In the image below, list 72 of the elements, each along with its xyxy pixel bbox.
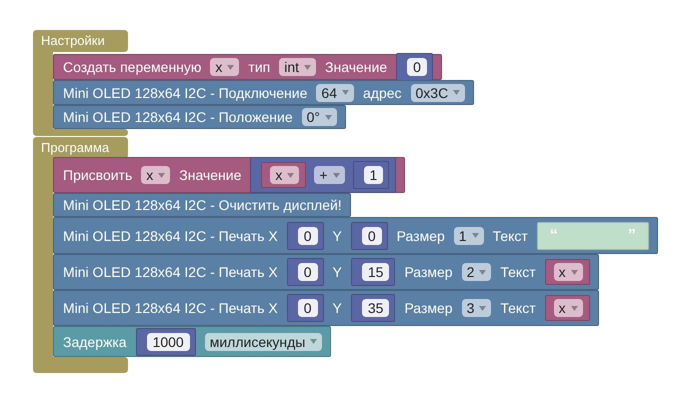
math-block — [250, 157, 396, 193]
dropdown: 2 — [462, 263, 492, 281]
number-block — [350, 258, 396, 286]
dropdown: + — [314, 166, 345, 184]
block-label: Y — [332, 228, 342, 244]
variable-block — [53, 54, 442, 80]
block-label: Mini OLED 128x64 I2C - Очистить дисплей! — [63, 197, 342, 213]
block-label: Присвоить — [63, 167, 132, 183]
block-label: Y — [332, 300, 342, 316]
dropdown: x — [141, 166, 170, 184]
dropdown: 1 — [454, 226, 484, 244]
display-block — [53, 254, 599, 290]
number-field: 15 — [362, 263, 390, 281]
dropdown: миллисекунды — [204, 332, 322, 350]
dropdown: 0° — [302, 108, 337, 126]
display-block — [53, 105, 346, 129]
variable-getter-block — [544, 295, 590, 321]
number-field: 1000 — [146, 332, 190, 350]
number-block — [350, 294, 396, 322]
block-label: адрес — [362, 84, 402, 100]
number-block — [136, 328, 196, 356]
number-field: 0 — [298, 299, 318, 317]
block-label: Текст — [492, 228, 528, 244]
number-block — [286, 294, 324, 322]
block-label: Текст — [500, 300, 536, 316]
number-field: 0 — [298, 226, 318, 244]
display-block — [53, 290, 599, 326]
block-label: тип — [248, 59, 270, 75]
variable-block — [53, 157, 406, 193]
variable-getter-block — [261, 162, 306, 188]
display-block — [53, 80, 474, 105]
block-label: Mini OLED 128x64 I2C - Положение — [63, 109, 293, 125]
number-field: 35 — [362, 299, 390, 317]
block-label: Размер — [404, 300, 453, 316]
block-label: Y — [332, 264, 342, 280]
number-field: 0 — [362, 226, 382, 244]
number-block — [350, 222, 388, 250]
block-label: Размер — [404, 264, 453, 280]
dropdown: x — [270, 166, 300, 184]
block-label: Значение — [179, 167, 242, 183]
block-label: Текст — [500, 264, 536, 280]
section-title: Программа — [41, 140, 110, 156]
display-block — [53, 193, 351, 217]
number-field: 0 — [407, 58, 427, 76]
dropdown: x — [554, 263, 583, 281]
block-label: Размер — [396, 228, 445, 244]
dropdown: x — [554, 299, 583, 317]
dropdown: 64 — [316, 84, 354, 102]
block-label: Mini OLED 128x64 I2C - Печать X — [63, 264, 278, 280]
number-field: 1 — [364, 166, 384, 184]
display-block — [53, 217, 658, 254]
section-title: Настройки — [41, 33, 105, 49]
dropdown: 0x3C — [410, 84, 466, 102]
block-label: Задержка — [63, 334, 127, 350]
quote-mark: “ — [550, 228, 558, 244]
block-label: Значение — [325, 59, 388, 75]
block-label: Mini OLED 128x64 I2C - Печать X — [63, 228, 278, 244]
variable-getter-block — [544, 259, 590, 285]
delay-block — [53, 326, 332, 357]
number-block — [396, 53, 433, 81]
number-field: 0 — [298, 263, 318, 281]
quote-mark: ” — [628, 228, 636, 244]
dropdown: x — [210, 58, 240, 76]
dropdown: int — [279, 58, 316, 76]
text-block — [536, 222, 649, 250]
block-label: Mini OLED 128x64 I2C - Печать X — [63, 300, 278, 316]
number-block — [352, 161, 390, 189]
dropdown: 3 — [462, 299, 492, 317]
number-block — [286, 258, 324, 286]
block-label: Создать переменную — [63, 59, 202, 75]
block-label: Mini OLED 128x64 I2C - Подключение — [63, 84, 308, 100]
number-block — [286, 222, 324, 250]
